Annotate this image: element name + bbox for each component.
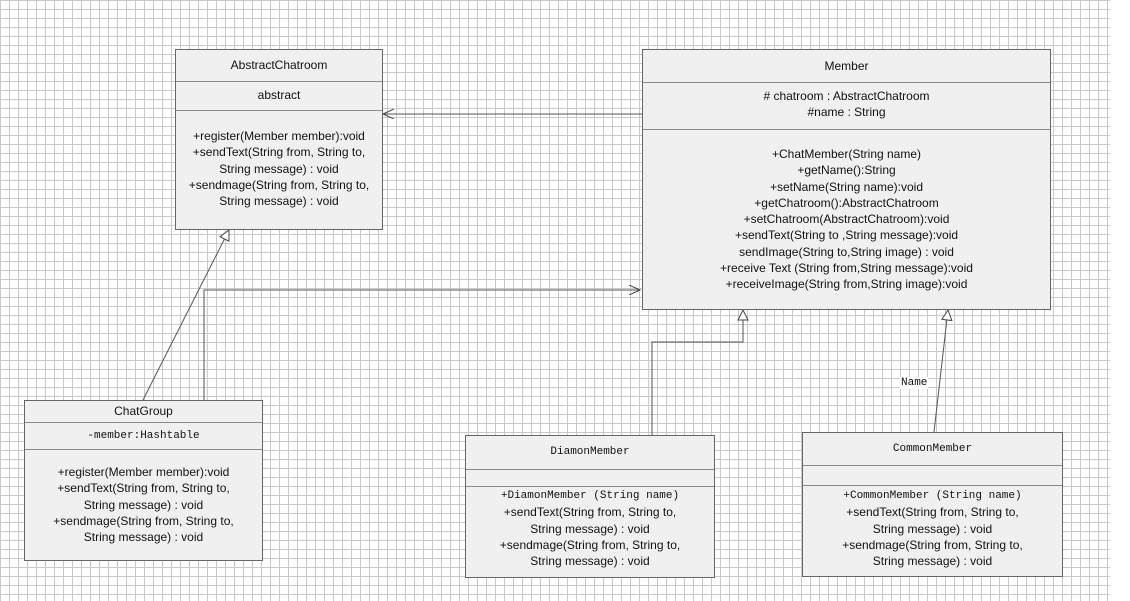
method: String message) : void <box>872 554 993 569</box>
attributes-compartment: # chatroom : AbstractChatroom #name : St… <box>643 83 1050 130</box>
class-member[interactable]: Member # chatroom : AbstractChatroom #na… <box>642 49 1051 310</box>
attribute: abstract <box>257 88 301 102</box>
relationship-label-name: Name <box>900 377 929 389</box>
method: +sendmage(String from, String to, <box>188 177 370 192</box>
methods-compartment: +register(Member member):void +sendText(… <box>25 450 262 545</box>
attributes-compartment <box>803 466 1062 486</box>
class-common-member[interactable]: CommonMember +CommonMember (String name)… <box>802 432 1063 577</box>
method: String message) : void <box>219 161 339 176</box>
class-name: CommonMember <box>892 442 973 455</box>
method: +register(Member member):void <box>193 129 365 143</box>
method: +sendText(String from, String to, <box>503 505 677 520</box>
method: +sendText(String from, String to, <box>57 481 230 496</box>
method: +ChatMember(String name) <box>771 147 922 161</box>
method: +CommonMember (String name) <box>843 490 1022 502</box>
method: String message) : void <box>83 530 204 545</box>
association-chatgroup-to-member[interactable] <box>203 290 640 400</box>
attribute: -member:Hashtable <box>87 430 200 442</box>
method: sendImage(String to,String image) : void <box>739 244 954 259</box>
attribute: # chatroom : AbstractChatroom <box>763 89 930 103</box>
method: +setName(String name):void <box>769 179 924 194</box>
method: +getName():String <box>797 163 896 178</box>
method: +setChatroom(AbstractChatroom):void <box>743 212 950 227</box>
method: +register(Member member):void <box>57 465 230 479</box>
method: +getChatroom():AbstractChatroom <box>754 195 939 210</box>
method: +sendText(String to ,String message):voi… <box>734 228 959 243</box>
methods-compartment: +register(Member member):void +sendText(… <box>176 111 382 209</box>
class-name: Member <box>824 58 869 73</box>
method: +sendmage(String from, String to, <box>53 513 234 528</box>
method: +receive Text (String from,String messag… <box>720 261 973 276</box>
attributes-compartment <box>466 470 714 487</box>
method: +sendText(String from, String to, <box>846 505 1019 520</box>
method: +sendText(String from, String to, <box>192 145 366 160</box>
method: +DiamonMember (String name) <box>500 490 680 502</box>
class-chat-group[interactable]: ChatGroup -member:Hashtable +register(Me… <box>24 400 263 561</box>
generalization-chatgroup-to-abstractchatroom[interactable] <box>142 230 229 401</box>
class-name: ChatGroup <box>114 404 173 419</box>
methods-compartment: +CommonMember (String name) +sendText(St… <box>803 486 1062 569</box>
generalization-commonmember-to-member[interactable] <box>933 310 948 433</box>
class-name: DiamonMember <box>550 446 630 459</box>
canvas-edge <box>1110 0 1130 601</box>
method: String message) : void <box>872 521 993 536</box>
method: +receiveImage(String from,String image):… <box>725 277 968 292</box>
method: String message) : void <box>83 497 204 512</box>
attributes-compartment: abstract <box>176 82 382 111</box>
attribute: #name : String <box>807 105 886 120</box>
methods-compartment: +DiamonMember (String name) +sendText(St… <box>466 487 714 569</box>
method: String message) : void <box>530 521 650 536</box>
method: +sendmage(String from, String to, <box>842 537 1023 552</box>
method: +sendmage(String from, String to, <box>499 537 681 552</box>
methods-compartment: +ChatMember(String name) +getName():Stri… <box>643 130 1050 293</box>
class-name: AbstractChatroom <box>230 58 328 73</box>
method: String message) : void <box>530 554 650 569</box>
method: String message) : void <box>219 194 339 209</box>
class-abstract-chatroom[interactable]: AbstractChatroom abstract +register(Memb… <box>175 49 383 230</box>
generalization-diamonmember-to-member[interactable] <box>651 310 743 435</box>
class-diamon-member[interactable]: DiamonMember +DiamonMember (String name)… <box>465 435 715 578</box>
attributes-compartment: -member:Hashtable <box>25 423 262 450</box>
